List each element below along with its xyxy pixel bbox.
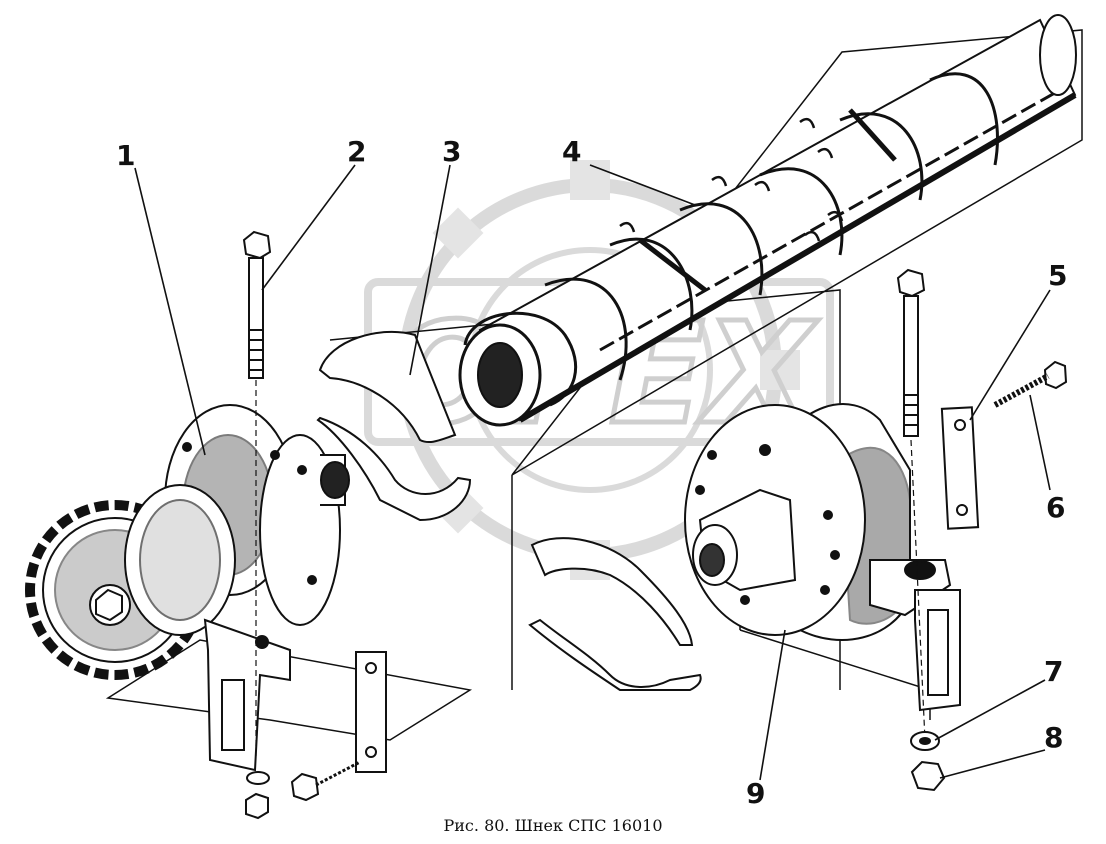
callout-5: 5 [1048,259,1068,292]
right-strap-plate [940,406,980,530]
callout-2: 2 [347,135,367,168]
left-bearing-bracket [203,618,291,772]
left-half-ring [316,330,472,522]
right-half-ring [528,537,702,691]
leader-lines [134,164,1051,781]
washer [910,731,940,751]
callout-6: 6 [1046,491,1066,524]
callout-9: 9 [746,777,766,810]
auger-shaft [458,14,1077,427]
right-bearing-housing [684,403,911,641]
left-vertical-bolt [242,230,272,820]
callout-8: 8 [1044,721,1064,754]
auger-slots [619,117,844,242]
auger-flighting [463,72,999,407]
callout-1: 1 [116,139,136,172]
callout-4: 4 [562,135,582,168]
left-strap-plate [290,651,387,802]
right-bearing-bracket [869,559,961,712]
nut [910,760,946,792]
right-vertical-bolt [896,268,926,741]
figure-caption: Рис. 80. Шнек СПС 16010 [443,816,663,835]
horizontal-bolt [993,360,1068,408]
callout-3: 3 [442,135,462,168]
drive-sprocket [25,484,236,680]
callout-7: 7 [1044,655,1064,688]
